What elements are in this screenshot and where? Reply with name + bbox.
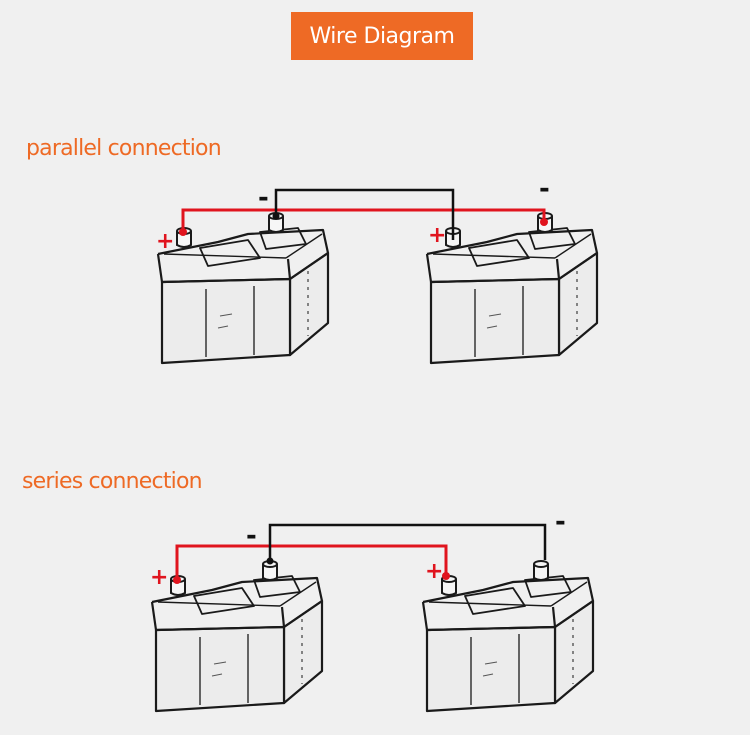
minus-sign: -	[539, 174, 550, 204]
wire-joint	[266, 557, 274, 565]
minus-sign: -	[258, 183, 269, 213]
wire-joint	[272, 212, 280, 220]
wire-joint	[540, 218, 548, 226]
positive-wire	[175, 544, 448, 580]
plus-sign: +	[425, 559, 443, 584]
positive-wire	[181, 208, 546, 232]
wire-joint	[173, 576, 181, 584]
wire-joint	[179, 228, 187, 236]
wire-joint	[442, 572, 450, 580]
series-connection-label: series connection	[22, 469, 203, 494]
minus-sign: -	[246, 521, 257, 551]
diagram-title: Wire Diagram	[291, 12, 473, 60]
plus-sign: +	[150, 565, 168, 590]
parallel-connection-label: parallel connection	[26, 136, 222, 161]
minus-sign: -	[555, 507, 566, 537]
plus-sign: +	[428, 223, 446, 248]
negative-wire	[274, 188, 455, 240]
plus-sign: +	[156, 229, 174, 254]
negative-wire	[268, 523, 547, 563]
battery-icon	[421, 559, 595, 713]
